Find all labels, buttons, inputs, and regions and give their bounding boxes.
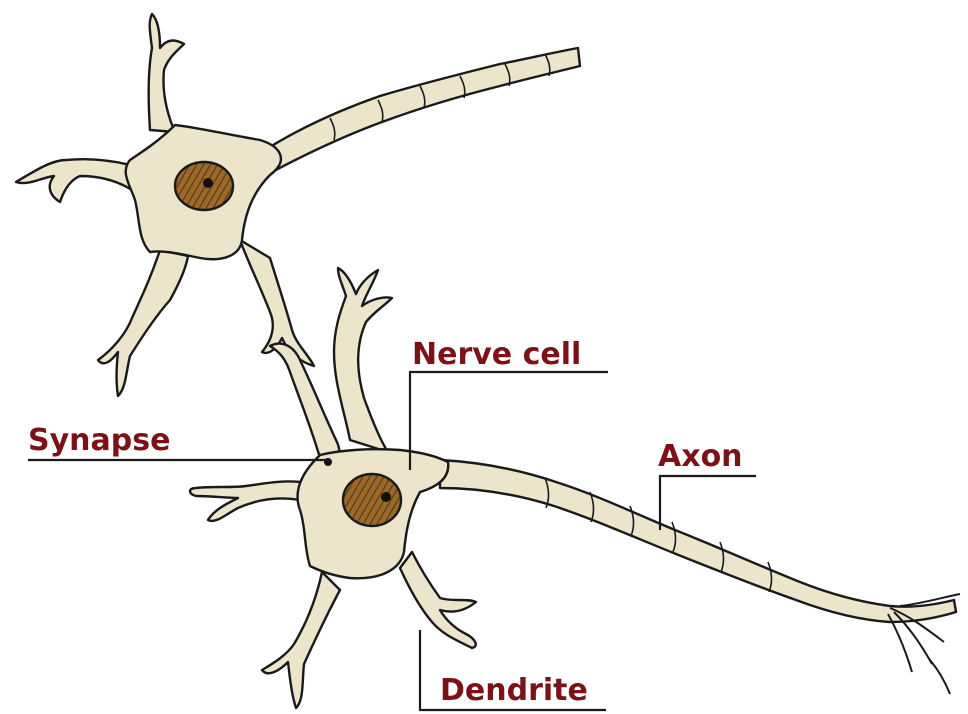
upper-nucleus bbox=[175, 162, 233, 210]
lower-nucleolus bbox=[381, 492, 391, 502]
upper-dendrite-top bbox=[149, 14, 184, 132]
synapse-label: Synapse bbox=[28, 424, 170, 458]
upper-dendrite-left bbox=[16, 159, 132, 202]
lower-nucleus bbox=[343, 474, 401, 526]
nerve-cell-leader bbox=[410, 372, 608, 470]
lower-dendrite-left bbox=[190, 481, 300, 520]
upper-dendrite-bottom-left bbox=[98, 250, 188, 396]
lower-neuron bbox=[190, 268, 960, 708]
axon-label: Axon bbox=[658, 440, 743, 474]
nerve-cell-label: Nerve cell bbox=[412, 338, 581, 372]
lower-dendrite-bottom-left bbox=[262, 572, 340, 708]
axon-leader bbox=[660, 476, 756, 530]
upper-axon bbox=[265, 48, 580, 172]
upper-nucleolus bbox=[203, 178, 213, 188]
lower-dendrite-top bbox=[334, 268, 392, 452]
dendrite-label: Dendrite bbox=[440, 674, 588, 708]
lower-axon bbox=[440, 460, 956, 622]
lower-dendrite-bottom-right bbox=[400, 552, 476, 648]
